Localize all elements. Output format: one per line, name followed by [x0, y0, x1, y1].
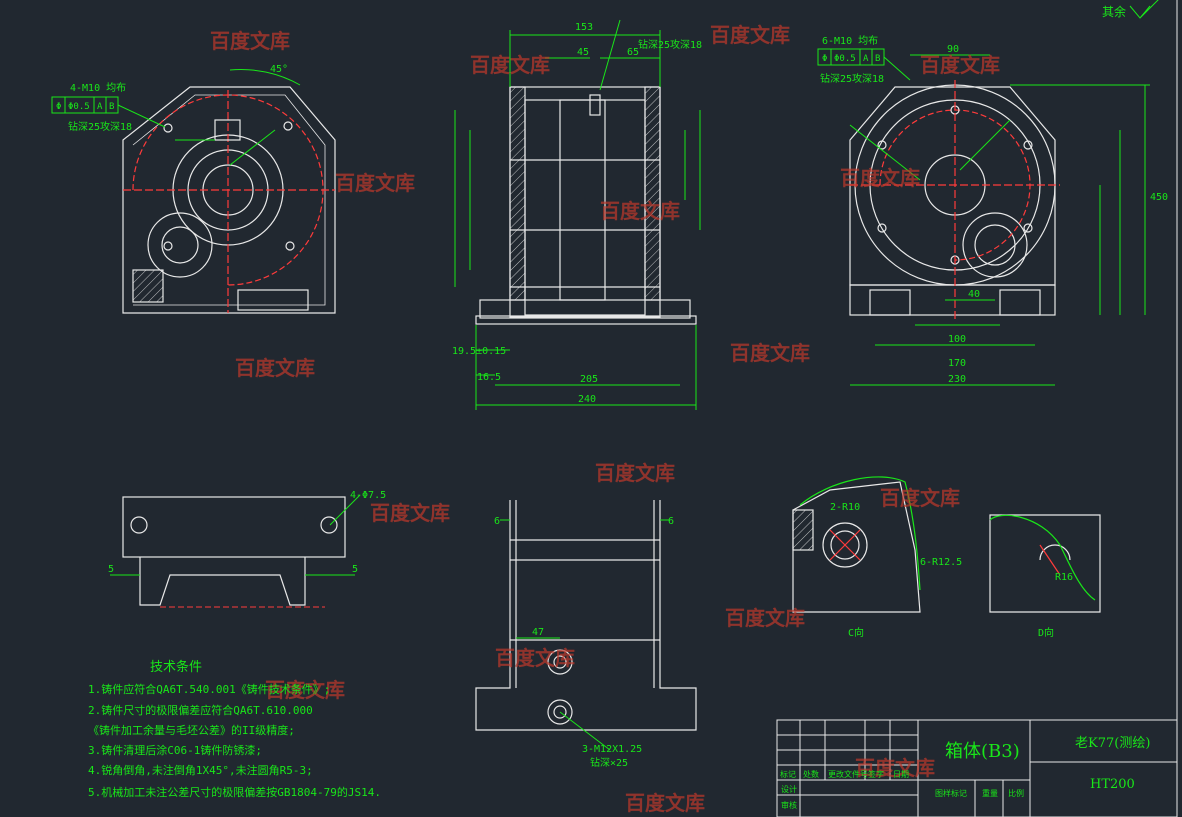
bl-dim-left: 5 [108, 564, 114, 575]
bottom-middle-view [475, 500, 697, 731]
watermark: 百度文库 [625, 791, 705, 815]
right-dim-bottom-b: 170 [948, 358, 966, 369]
dd-callout: R16 [1055, 572, 1073, 583]
bm-dim-a: 6 [494, 516, 500, 527]
right-dim-bottom-a: 100 [948, 334, 966, 345]
bottom-left-dims [110, 494, 361, 608]
front-top-width: 153 [575, 22, 593, 33]
left-frame-a: Φ [56, 102, 61, 112]
tb-weight: 重量 [982, 788, 998, 798]
right-frame-d: B [875, 54, 880, 64]
tech-note-line: 《铸件加工余量与毛坯公差》的II级精度; [88, 723, 295, 737]
bm-dim-c: 47 [532, 627, 544, 638]
dc-label: C向 [848, 626, 864, 639]
watermark: 百度文库 [880, 486, 960, 510]
tb-design: 设计 [781, 784, 797, 794]
left-callout-depth: 钻深25攻深18 [68, 120, 132, 133]
front-section-view [475, 86, 697, 325]
right-dim-bottom-c: 230 [948, 374, 966, 385]
detail-c-curve [799, 476, 921, 591]
watermark: 百度文库 [335, 171, 415, 195]
front-dim-b: 65 [627, 47, 639, 58]
tb-row-label: 处数 [803, 769, 819, 779]
bm-callout-depth: 钻深×25 [590, 756, 628, 769]
tb-stage: 图样标记 [935, 788, 967, 798]
right-dim-right: 450 [1150, 192, 1168, 203]
detail-d-curve [989, 514, 1096, 601]
tech-note-line: 3.铸件清理后涂C06-1铸件防锈漆; [88, 743, 262, 757]
right-frame-c: A [863, 54, 869, 64]
front-dim-left-b: 16.5 [477, 372, 501, 383]
tb-row-label: 日期 [893, 770, 909, 779]
left-view [122, 86, 336, 314]
watermark: 百度文库 [600, 199, 680, 223]
watermarks: 百度文库 百度文库 百度文库 百度文库 百度文库 百度文库 百度文库 百度文库 … [210, 23, 1000, 815]
front-section-dims [454, 19, 701, 410]
drawing-number: 老K77(测绘) [1075, 736, 1150, 751]
bl-callout: 4-Φ7.5 [350, 490, 386, 501]
part-name: 箱体(B3) [945, 741, 1020, 762]
tech-note-line: 4.锐角倒角,未注倒角1X45°,未注圆角R5-3; [88, 763, 313, 777]
watermark: 百度文库 [920, 53, 1000, 77]
watermark: 百度文库 [595, 461, 675, 485]
watermark: 百度文库 [370, 501, 450, 525]
dc-callout-b: 6-R12.5 [920, 557, 962, 568]
watermark: 百度文库 [470, 53, 550, 77]
title-block [776, 719, 1178, 817]
tech-note-line: 5.机械加工未注公差尺寸的极限偏差按GB1804-79的JS14. [88, 785, 381, 799]
tb-row-label: 签字 [868, 769, 884, 779]
front-note: 钻深25攻深18 [638, 38, 702, 51]
left-view-annotations [51, 69, 301, 166]
bottom-middle-dims [500, 519, 670, 751]
left-frame-c: A [97, 102, 103, 112]
right-frame-a: Φ [822, 54, 827, 64]
right-callout-holes: 6-M10 均布 [822, 35, 878, 47]
watermark: 百度文库 [730, 341, 810, 365]
front-overall: 240 [578, 394, 596, 405]
left-callout-holes: 4-M10 均布 [70, 82, 126, 94]
watermark: 百度文库 [855, 756, 935, 780]
tb-row-label: 标记 [780, 769, 796, 779]
right-callout-depth: 钻深25攻深18 [820, 72, 884, 85]
left-frame-b: Φ0.5 [68, 102, 90, 112]
watermark: 百度文库 [840, 166, 920, 190]
roughness-symbol: 其余 [1102, 0, 1159, 19]
right-view [849, 80, 1060, 320]
right-view-dims [817, 48, 1150, 386]
watermark: 百度文库 [495, 646, 575, 670]
right-dim-top: 90 [947, 44, 959, 55]
right-dim-inner: 40 [968, 289, 980, 300]
left-frame-d: B [109, 102, 114, 112]
left-angle: 45° [270, 64, 288, 75]
watermark: 百度文库 [235, 356, 315, 380]
front-mid: 205 [580, 374, 598, 385]
watermark: 百度文库 [710, 23, 790, 47]
tech-notes-title: 技术条件 [150, 659, 202, 675]
dc-callout-a: 2-R10 [830, 502, 860, 513]
watermark: 百度文库 [210, 29, 290, 53]
tb-row-label: 更改文件号 [828, 769, 868, 779]
watermark: 百度文库 [725, 606, 805, 630]
detail-d-view [989, 514, 1101, 613]
front-dim-left-a: 19.5±0.15 [452, 346, 506, 357]
right-frame-b: Φ0.5 [834, 54, 856, 64]
dd-label: D向 [1038, 626, 1054, 639]
corner-text: 其余 [1102, 4, 1126, 19]
bl-dim-right: 5 [352, 564, 358, 575]
detail-c-view [792, 481, 921, 613]
tech-note-line: 1.铸件应符合QA6T.540.001《铸件技术条件》; [88, 682, 330, 696]
bm-dim-b: 6 [668, 516, 674, 527]
tb-scale: 比例 [1008, 788, 1024, 798]
tech-notes: 技术条件 1.铸件应符合QA6T.540.001《铸件技术条件》; 2.铸件尺寸… [88, 659, 381, 799]
bottom-left-view [122, 496, 346, 606]
tb-check: 审核 [781, 800, 797, 810]
front-dim-a: 45 [577, 47, 589, 58]
bm-callout: 3-M12X1.25 [582, 744, 642, 755]
tech-note-line: 2.铸件尺寸的极限偏差应符合QA6T.610.000 [88, 703, 313, 717]
watermark: 百度文库 [265, 678, 345, 702]
material: HT200 [1090, 777, 1135, 792]
